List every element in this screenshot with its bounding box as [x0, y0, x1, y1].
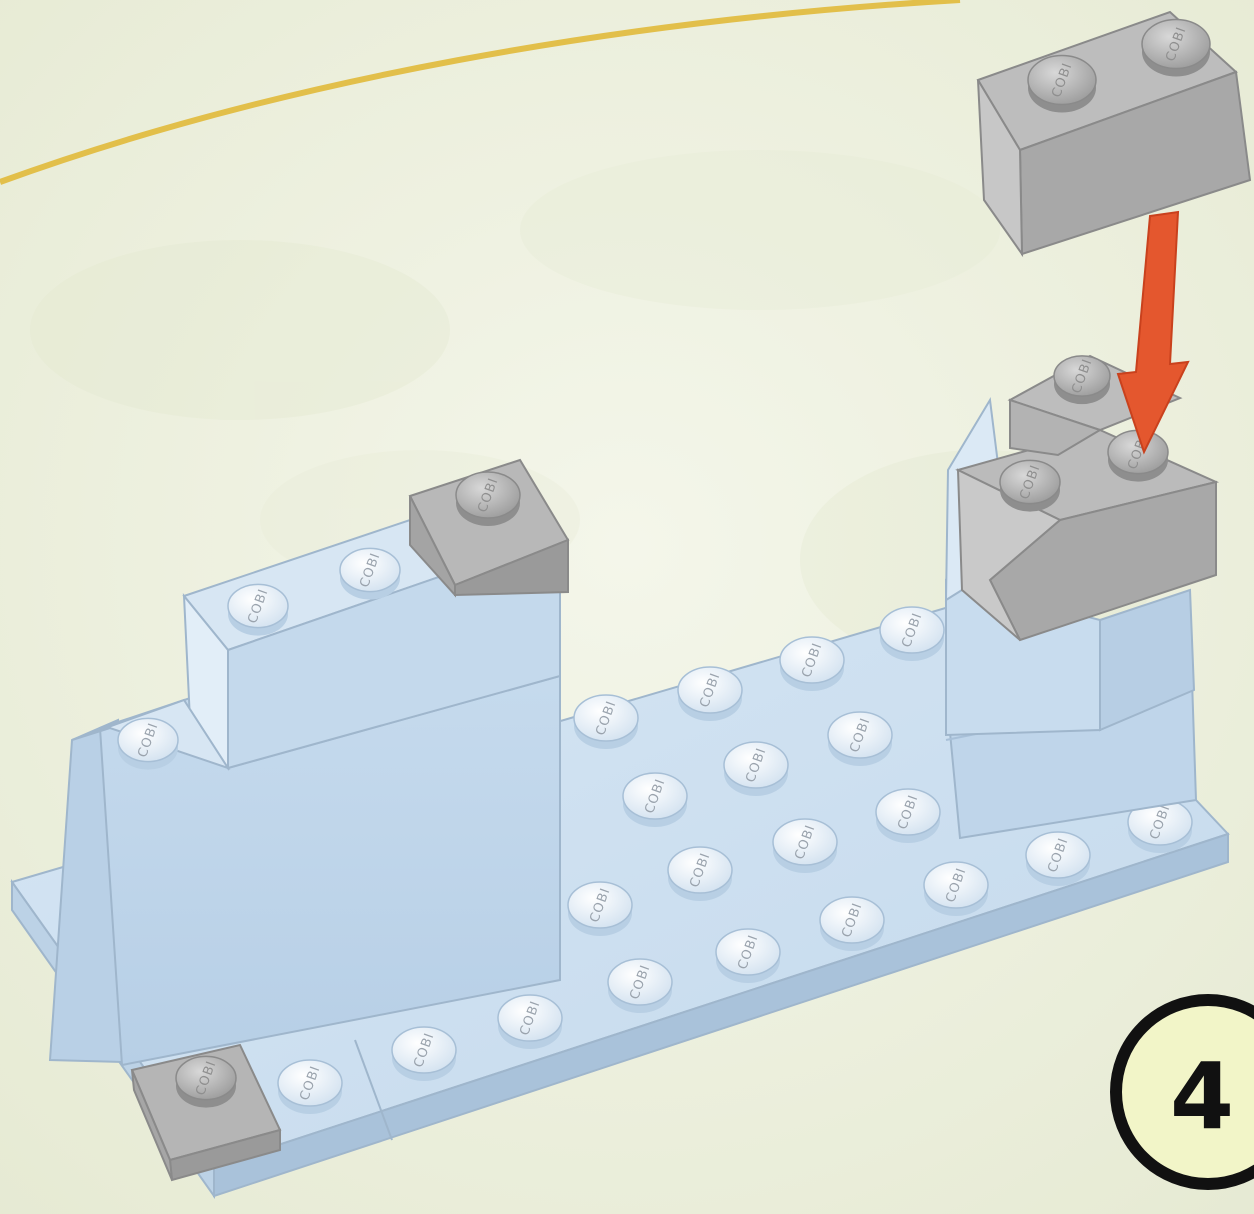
plate-studs: COBI COBI COBI COBI COBI COBI COBI COBI COBI COBI…	[277, 606, 1193, 1115]
grey-corner-tile	[130, 1043, 282, 1182]
grey-stud: COBI	[1053, 355, 1111, 405]
stud: COBI	[779, 636, 845, 692]
grey-stud: COBI	[999, 459, 1061, 512]
wall-studs: COBI COBI COBI COBI COBI	[117, 471, 521, 1108]
grey-stud: COBI	[1141, 18, 1211, 77]
stud: COBI	[875, 788, 941, 844]
floating-brick-studs: COBI COBI	[1027, 18, 1211, 113]
stud: COBI	[723, 741, 789, 797]
step-number: 4	[1170, 1043, 1234, 1150]
pillar-studs: COBI COBI COBI	[999, 355, 1169, 512]
stud: COBI	[227, 583, 289, 636]
stud: COBI	[497, 994, 563, 1050]
stud: COBI	[667, 846, 733, 902]
stud: COBI	[339, 547, 401, 600]
stud: COBI	[277, 1059, 343, 1115]
stud: COBI	[827, 711, 893, 767]
stud: COBI	[879, 606, 945, 662]
stud: COBI	[923, 861, 989, 917]
grey-stud: COBI	[1107, 429, 1169, 482]
step-badge: 4	[1110, 994, 1254, 1190]
stud: COBI	[573, 694, 639, 750]
stud: COBI	[117, 717, 179, 770]
stud: COBI	[391, 1026, 457, 1082]
stud: COBI	[677, 666, 743, 722]
stud: COBI	[622, 772, 688, 828]
stud: COBI	[772, 818, 838, 874]
stud: COBI	[1025, 831, 1091, 887]
page-border-curve	[0, 0, 961, 185]
stud: COBI	[1127, 798, 1193, 854]
stud: COBI	[567, 881, 633, 937]
grey-stud: COBI	[455, 471, 521, 527]
grey-stud: COBI	[1027, 54, 1097, 113]
stud: COBI	[819, 896, 885, 952]
stud: COBI	[715, 928, 781, 984]
down-arrow-icon	[1116, 210, 1190, 455]
grey-stud: COBI	[175, 1055, 237, 1108]
stud: COBI	[607, 958, 673, 1014]
